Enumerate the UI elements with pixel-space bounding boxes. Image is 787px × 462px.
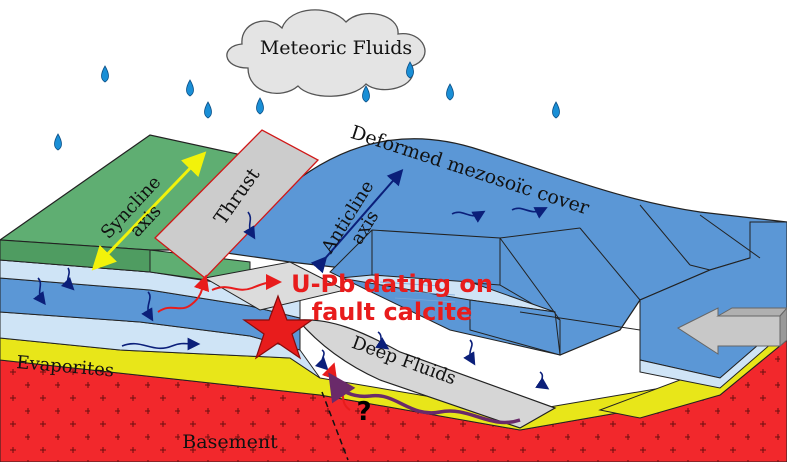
dating-title-line1: U-Pb dating on <box>291 270 493 298</box>
deep-fluid-arrow <box>328 372 521 425</box>
anticline-axis-arrow <box>310 168 404 274</box>
raindrop-icon <box>54 133 62 151</box>
raindrop-icon <box>362 85 370 103</box>
raindrop-icon <box>552 101 560 119</box>
basement-label: Basement <box>182 431 278 453</box>
raindrop-icon <box>446 83 454 101</box>
rain-drops <box>54 61 560 151</box>
raindrop-icon <box>101 65 109 83</box>
question-mark: ? <box>356 397 371 427</box>
raindrop-icon <box>204 101 212 119</box>
cloud-icon <box>226 9 426 97</box>
basement-fault-line <box>321 391 349 461</box>
cloud-label: Meteoric Fluids <box>260 37 412 59</box>
syncline-axis-arrow <box>91 151 207 271</box>
deep-fault-plane <box>296 319 557 429</box>
fluid-flow-arrows <box>33 207 550 390</box>
raindrop-icon <box>186 79 194 97</box>
dating-title-line2: fault calcite <box>312 298 473 326</box>
dating-star-icon <box>242 294 314 360</box>
raindrop-icon <box>406 61 414 79</box>
raindrop-icon <box>256 97 264 115</box>
compression-arrow-icon <box>676 307 787 355</box>
